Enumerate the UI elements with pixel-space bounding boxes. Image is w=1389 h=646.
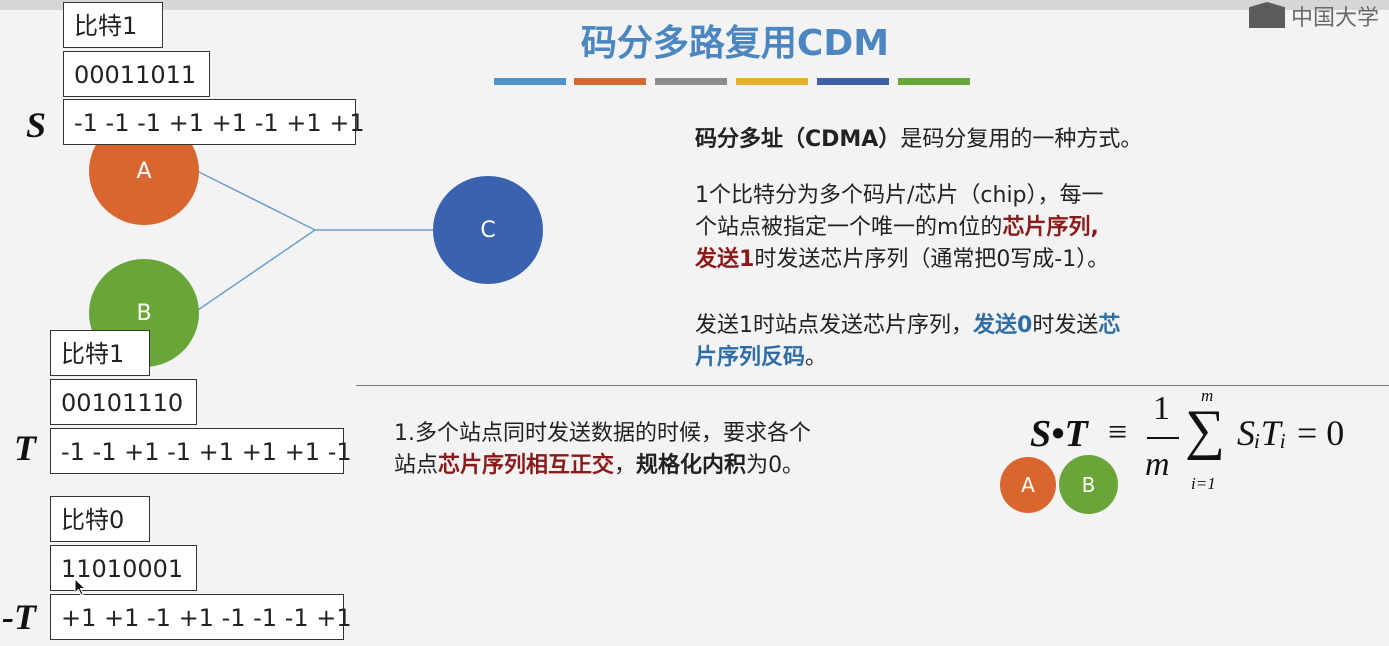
chip-sequence-term: 芯片序列, <box>1002 215 1099 240</box>
formula-equiv: ≡ <box>1108 414 1128 451</box>
neg-t-code: 11010001 <box>50 545 197 591</box>
node-b-label: B <box>136 300 152 326</box>
inner-product-term: 规格化内积 <box>636 453 747 478</box>
chip-description: 1个比特分为多个码片/芯片（chip），每一 个站点被指定一个唯一的m位的芯片序… <box>695 180 1109 276</box>
formula-node-b-label: B <box>1081 472 1096 497</box>
chip-line-2: 个站点被指定一个唯一的m位的芯片序列, <box>695 212 1109 244</box>
slide-title: 码分多路复用CDM <box>580 23 890 64</box>
formula-upper: m <box>1201 386 1214 405</box>
formula-sigma: ∑ <box>1185 399 1225 461</box>
s-chips: -1 -1 -1 +1 +1 -1 +1 +1 <box>63 99 365 145</box>
mouse-cursor-icon <box>74 578 86 596</box>
rule-line-2-e: 为0。 <box>746 453 805 478</box>
neg-t-bit-label: 比特0 <box>50 496 150 542</box>
rule-line-1: 1.多个站点同时发送数据的时候，要求各个 <box>394 421 811 446</box>
accent-bar-3 <box>655 78 727 85</box>
link-a <box>194 169 316 231</box>
link-b <box>194 229 316 313</box>
send-1-term: 发送1 <box>695 247 755 272</box>
accent-bar-4 <box>736 78 808 85</box>
formula-lhs: S•T <box>1030 413 1088 455</box>
s-code: 00011011 <box>63 51 210 97</box>
orthogonality-rule: 1.多个站点同时发送数据的时候，要求各个 站点芯片序列相互正交，规格化内积为0。 <box>394 418 811 482</box>
node-c: C <box>433 176 543 284</box>
send-line-2-b: 。 <box>805 345 828 370</box>
accent-bar-2 <box>574 78 646 85</box>
neg-t-label: -T <box>2 597 36 637</box>
send-0-term: 发送0 <box>973 313 1033 338</box>
s-label: S <box>26 105 47 145</box>
inner-product-formula: S•T ≡ 1 m m ∑ i=1 SᵢTᵢ = 0 <box>1025 386 1385 502</box>
chip-line-3-b: 时发送芯片序列（通常把0写成-1）。 <box>754 247 1110 272</box>
send-line-1-c: 时发送 <box>1032 313 1099 338</box>
chip-line-1: 1个比特分为多个码片/芯片（chip），每一 <box>695 183 1104 208</box>
accent-bar-5 <box>817 78 889 85</box>
cdma-definition-rest: 是码分复用的一种方式。 <box>900 127 1143 152</box>
top-strip <box>0 0 1389 10</box>
node-c-label: C <box>480 217 496 243</box>
node-a-label: A <box>136 158 152 184</box>
t-label: T <box>14 428 36 468</box>
cdma-definition: 码分多址（CDMA）是码分复用的一种方式。 <box>695 124 1142 156</box>
send-line-1-d: 芯 <box>1098 313 1121 338</box>
t-code: 00101110 <box>50 379 197 425</box>
formula-lower: i=1 <box>1191 474 1216 493</box>
rule-line-2-a: 站点 <box>394 453 439 478</box>
cdma-term: 码分多址（CDMA） <box>695 127 901 152</box>
formula-rhs: = 0 <box>1297 413 1345 453</box>
formula-term: SᵢTᵢ <box>1237 413 1287 453</box>
send-description: 发送1时站点发送芯片序列，发送0时发送芯 片序列反码。 <box>695 310 1120 374</box>
send-line-2: 片序列反码。 <box>695 342 1120 374</box>
orthogonal-term: 芯片序列相互正交 <box>438 453 615 478</box>
formula-numerator: 1 <box>1153 390 1170 427</box>
formula-node-a: A <box>1000 457 1056 513</box>
inverse-chip-term: 片序列反码 <box>695 345 806 370</box>
send-line-1: 发送1时站点发送芯片序列，发送0时发送芯 <box>695 310 1120 342</box>
university-logo: 中国大学 <box>1249 0 1389 31</box>
chip-line-2-a: 个站点被指定一个唯一的m位的 <box>695 215 1003 240</box>
logo-text: 中国大学 <box>1291 6 1380 31</box>
t-chips: -1 -1 +1 -1 +1 +1 +1 -1 <box>50 428 352 474</box>
send-line-1-a: 发送1时站点发送芯片序列， <box>695 313 973 338</box>
neg-t-chips: +1 +1 -1 +1 -1 -1 -1 +1 <box>50 594 352 640</box>
t-bit-label: 比特1 <box>50 330 150 376</box>
fraction-bar <box>1147 437 1179 439</box>
formula-node-a-label: A <box>1021 473 1035 497</box>
accent-bar-1 <box>494 78 566 85</box>
rule-line-2: 站点芯片序列相互正交，规格化内积为0。 <box>394 450 811 482</box>
s-bit-label: 比特1 <box>63 2 163 48</box>
formula-denominator: m <box>1145 446 1170 483</box>
formula-node-b: B <box>1059 455 1118 514</box>
rule-line-2-c: ， <box>614 453 637 478</box>
accent-bar-6 <box>898 78 970 85</box>
section-divider <box>356 385 1389 386</box>
logo-mark-icon <box>1249 2 1285 28</box>
chip-line-3: 发送1时发送芯片序列（通常把0写成-1）。 <box>695 244 1109 276</box>
